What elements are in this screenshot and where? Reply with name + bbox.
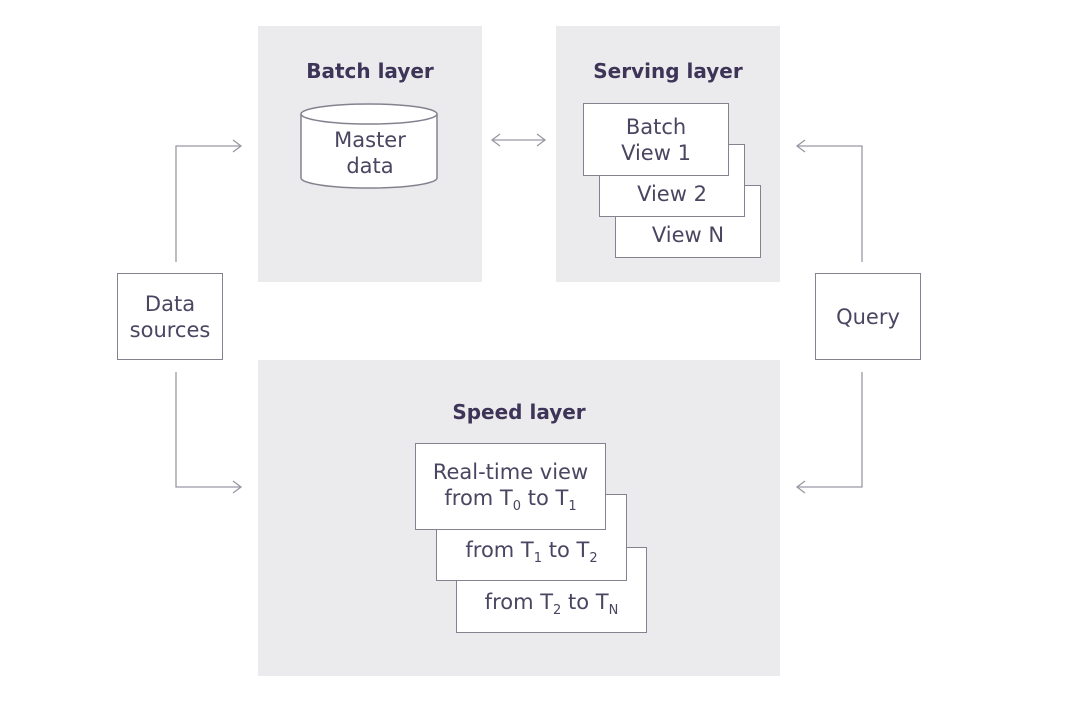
data-to-batch-arrowhead <box>232 139 243 153</box>
rt1-to: to T <box>521 486 569 510</box>
data-to-speed-connector <box>175 372 241 488</box>
rt1-sub-end: 1 <box>568 499 577 514</box>
serving-layer-title: Serving layer <box>593 59 743 83</box>
rt2-from: from T <box>465 538 534 562</box>
rt2-sub-start: 1 <box>533 551 543 566</box>
rt2-sub-end: 2 <box>589 551 598 566</box>
rt3-sub-start: 2 <box>553 603 562 618</box>
view-n-label: View N <box>651 223 725 247</box>
master-data-line1: Master <box>334 128 406 152</box>
realtime-view-t2-tn-label: from T2 to TN <box>457 589 646 618</box>
query-box: Query <box>815 273 921 360</box>
rt3-sub-end: N <box>608 603 619 618</box>
batch-layer-title: Batch layer <box>306 59 434 83</box>
master-data-label: Master data <box>300 127 440 179</box>
master-data-line2: data <box>346 154 394 178</box>
data-sources-line1: Data <box>144 291 196 316</box>
batch-layer-panel: Batch layer <box>258 26 482 282</box>
realtime-view-t1-t2-label: from T1 to T2 <box>437 537 626 566</box>
query-to-speed-arrowhead <box>795 480 806 494</box>
data-sources-box: Data sources <box>117 273 223 360</box>
speed-layer-title: Speed layer <box>452 400 586 424</box>
batch-view-1-card: Batch View 1 <box>583 103 729 176</box>
query-label: Query <box>836 304 900 329</box>
data-sources-line2: sources <box>129 317 211 342</box>
realtime-view-t0-t1-card: Real-time view from T0 to T1 <box>415 443 606 530</box>
view-2-label: View 2 <box>637 182 707 206</box>
data-to-speed-arrowhead <box>232 480 243 494</box>
batch-view-1-line1: Batch <box>625 115 687 139</box>
rt3-to: to T <box>561 590 609 614</box>
batch-serving-arrowhead-left <box>490 133 501 147</box>
data-to-batch-connector <box>175 145 241 262</box>
query-to-speed-connector <box>797 372 863 488</box>
query-to-serving-arrowhead <box>795 139 806 153</box>
rt1-from: from T <box>444 486 513 510</box>
batch-serving-arrowhead-right <box>536 133 547 147</box>
rt1-sub-start: 0 <box>512 499 522 514</box>
query-to-serving-connector <box>797 145 863 262</box>
realtime-view-title: Real-time view <box>432 460 589 484</box>
master-data-cylinder <box>300 103 438 189</box>
rt3-from: from T <box>484 590 554 614</box>
realtime-view-t0-t1-range: from T0 to T1 <box>416 485 605 514</box>
rt2-to: to T <box>542 538 590 562</box>
batch-view-1-line2: View 1 <box>621 141 691 165</box>
